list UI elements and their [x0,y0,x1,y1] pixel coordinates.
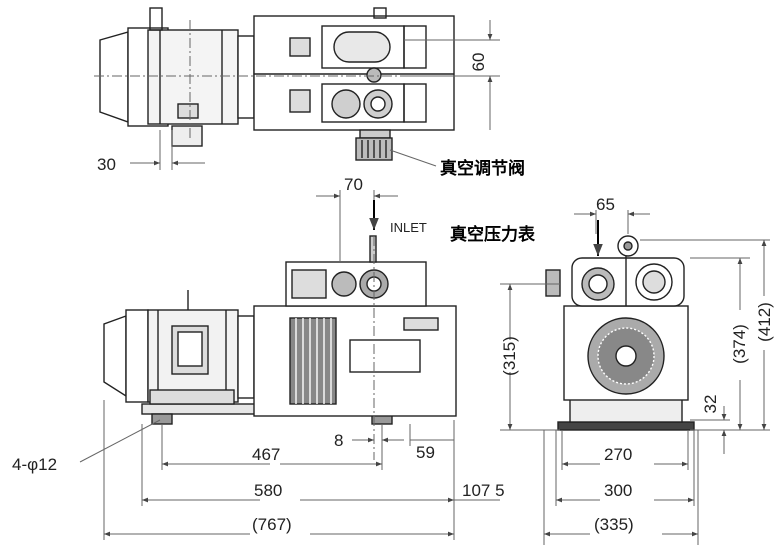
dim-59: 59 [416,443,435,462]
dim-32: 32 [701,395,720,414]
top-view [99,7,455,161]
dim-374: (374) [730,324,749,364]
vacuum-valve-label: 真空调节阀 [440,158,525,179]
dim-315: (315) [500,336,519,376]
side-view [545,235,695,431]
dim-60: 60 [469,53,488,72]
inlet-label: INLET [390,220,427,235]
dim-65: 65 [596,195,615,214]
dim-270: 270 [604,445,632,464]
dim-467: 467 [252,445,280,464]
dim-767: (767) [252,515,292,534]
dim-30: 30 [97,155,116,174]
vacuum-gauge-label: 真空压力表 [450,224,536,245]
dim-holes: 4-φ12 [12,455,57,474]
dim-335: (335) [594,515,634,534]
dim-1075: 107 5 [462,481,505,500]
front-view [103,235,457,425]
dim-8: 8 [334,431,343,450]
dim-412: (412) [755,302,774,342]
dim-580: 580 [254,481,282,500]
dim-300: 300 [604,481,632,500]
dim-70: 70 [344,175,363,194]
